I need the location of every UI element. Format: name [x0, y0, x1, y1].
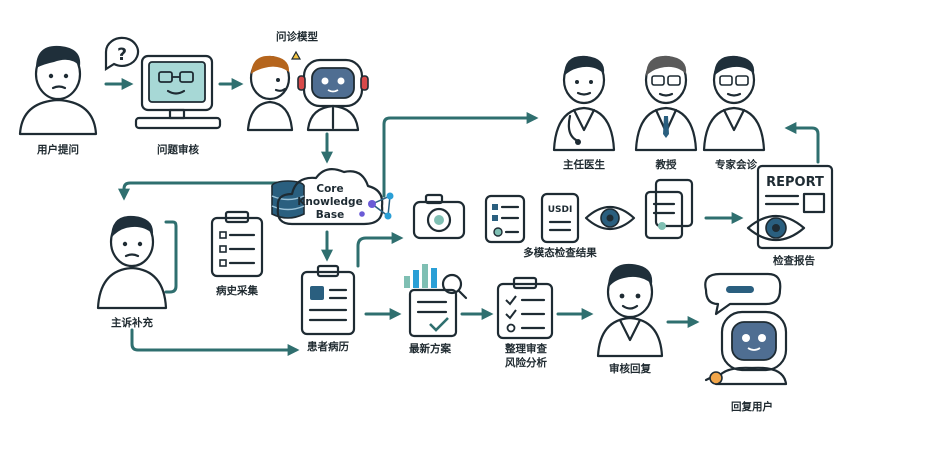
- label-latest-plan: 最新方案: [409, 342, 451, 355]
- checklist-icon: [484, 194, 526, 244]
- svg-text:?: ?: [117, 45, 127, 65]
- user-person-icon: [18, 45, 98, 136]
- report-eye-icon: REPORT: [746, 164, 834, 250]
- reply-user-node: 回复用户: [704, 272, 788, 413]
- camera-icon: [412, 193, 466, 240]
- professor-node: 教授: [634, 55, 698, 171]
- robot-doctor-icon: [290, 50, 369, 132]
- svg-text:REPORT: REPORT: [766, 175, 824, 190]
- reviewer-doctor-icon: [596, 263, 664, 358]
- patient-record-node: 患者病历: [300, 264, 356, 353]
- svg-text:USDI: USDI: [548, 205, 573, 215]
- review-checklist-icon: [496, 276, 554, 340]
- chief-complaint-node: 主诉补充: [96, 215, 168, 329]
- usdi-report-icon: USDI: [540, 192, 580, 244]
- expert-consultation-node: 专家会诊: [702, 55, 766, 171]
- complaint-person-icon: [96, 215, 168, 310]
- multimodal-results-node: USDI 多模态检查结果: [412, 178, 694, 259]
- kb-label-line-2: Knowledge: [297, 196, 362, 208]
- arrow-report-to-doctors: [784, 122, 820, 164]
- chief-physician-node: 主任医生: [552, 55, 616, 171]
- label-user-question: 用户提问: [36, 143, 79, 156]
- organize-review-node: 整理审查 风险分析: [496, 276, 554, 369]
- documents-icon: [644, 178, 694, 240]
- chat-bubble-icon: [704, 272, 782, 316]
- network-nodes-icon: [359, 192, 394, 220]
- arrow-record-to-multimodal: [356, 232, 404, 268]
- eye-icon: [584, 205, 636, 231]
- label-chief-physician: 主任医生: [563, 158, 605, 171]
- expert-doctor-icon: [702, 55, 766, 152]
- computer-monitor-icon: [134, 54, 222, 130]
- plan-chart-icon: [404, 264, 468, 338]
- clipboard-icon: [210, 210, 264, 278]
- arrow-kb-to-doctors: [382, 112, 539, 198]
- label-professor: 教授: [655, 158, 677, 171]
- history-collection-node: 病史采集: [210, 210, 264, 297]
- label-multimodal-results: 多模态检查结果: [523, 246, 597, 259]
- question-bubble-icon: ?: [104, 36, 140, 71]
- child-patient-icon: [246, 55, 294, 132]
- medical-record-icon: [300, 264, 356, 336]
- flow-arrows: [104, 78, 820, 356]
- label-question-review: 问题审核: [157, 143, 199, 156]
- professor-doctor-icon: [634, 55, 698, 152]
- consult-model-node: 问诊模型: [246, 30, 369, 132]
- complaint-bracket: [164, 220, 178, 294]
- label-organize-review: 整理审查: [504, 342, 547, 355]
- label-review-reply: 审核回复: [609, 362, 651, 375]
- core-knowledge-base-node: Core Knowledge Base: [271, 167, 394, 226]
- label-history-collection: 病史采集: [216, 284, 258, 297]
- latest-plan-node: 最新方案: [404, 264, 468, 355]
- doctor-stethoscope-icon: [552, 55, 616, 152]
- kb-label-line-3: Base: [316, 209, 344, 221]
- robot-assistant-icon: [704, 310, 788, 386]
- label-patient-record: 患者病历: [307, 340, 349, 353]
- label-chief-complaint: 主诉补充: [111, 316, 153, 329]
- question-review-node: 问题审核: [134, 54, 222, 156]
- review-reply-node: 审核回复: [596, 263, 664, 375]
- label-risk-analysis: 风险分析: [505, 356, 547, 369]
- arrow-kb-to-complaint: [118, 181, 282, 201]
- cloud-icon: [276, 167, 384, 226]
- arrow-complaint-to-record: [130, 328, 300, 356]
- kb-label-line-1: Core: [316, 183, 343, 195]
- label-reply-user: 回复用户: [731, 400, 773, 413]
- exam-report-node: REPORT 检查报告: [746, 164, 834, 267]
- label-expert-consultation: 专家会诊: [715, 158, 757, 171]
- user-question-node: ? 用户提问: [18, 36, 140, 156]
- label-exam-report: 检查报告: [773, 254, 815, 267]
- label-consult-model: 问诊模型: [276, 30, 318, 43]
